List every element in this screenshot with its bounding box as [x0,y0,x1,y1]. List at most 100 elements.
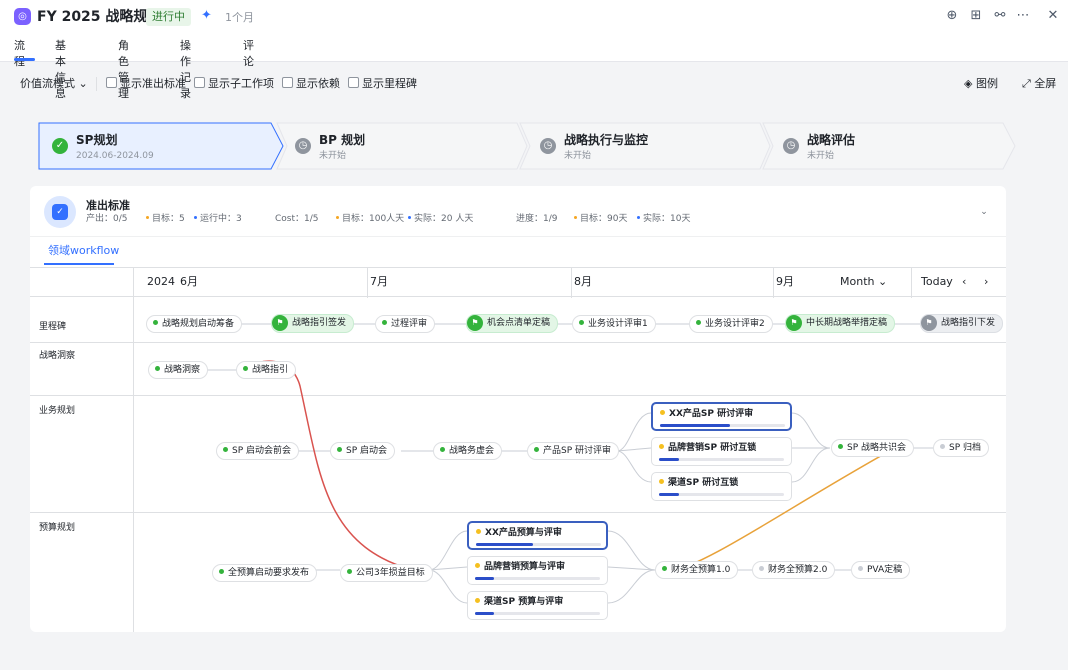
milestone-node[interactable]: 业务设计评审2 [689,315,773,333]
month-tick [367,268,368,298]
chevron-down-icon[interactable]: ⌄ [980,207,988,217]
year-label: 2024 [147,275,175,288]
milestone-node[interactable]: 过程评审 [375,315,436,333]
option-subtasks[interactable]: 显示子工作项 [194,77,274,91]
fullscreen-button[interactable]: ⤢ 全屏 [1022,77,1056,91]
fullscreen-label: 全屏 [1034,77,1057,90]
checkbox[interactable] [194,77,205,88]
lane-label-business: 业务规划 [39,406,76,416]
lane-divider [30,512,1006,513]
workflow-node[interactable]: SP 归档 [933,439,990,457]
milestone-node[interactable]: 战略规划启动筹备 [146,315,243,333]
month-label: 6月 [180,275,198,288]
workflow-node[interactable]: 战略务虚会 [433,442,503,460]
lane-label-milestone: 里程碑 [39,322,67,332]
stat-cost-target: 目标：100人天 [336,213,404,225]
checkbox[interactable] [282,77,293,88]
close-icon[interactable]: ✕ [1047,8,1059,23]
checkbox[interactable] [348,77,359,88]
milestone-node[interactable]: 业务设计评审1 [572,315,656,333]
task-card[interactable]: XX产品SP 研讨评审 [651,402,792,431]
workflow-node[interactable]: 财务全预算1.0 [655,561,739,579]
option-dependencies[interactable]: 显示依赖 [282,77,340,91]
progress-bar [659,458,784,461]
month-label: 9月 [776,275,794,288]
mode-dropdown[interactable]: 价值流模式 ⌄ [20,77,88,91]
stat-running: 运行中：3 [194,213,242,225]
progress-bar [660,424,785,427]
workflow-node[interactable]: 全预算启动要求发布 [212,564,318,582]
app-icon: ◎ [14,8,31,25]
link-icon[interactable]: ⚯ [994,8,1006,23]
legend-button[interactable]: ◈ 图例 [964,77,998,91]
duration-text: 1个月 [225,11,254,24]
workflow-node[interactable]: 公司3年损益目标 [340,564,433,582]
status-badge[interactable]: 进行中 [146,8,191,26]
bookmark-icon[interactable]: ⊞ [970,8,982,23]
lane-divider [30,342,1006,343]
option-exit-standard[interactable]: 显示准出标准 [106,77,186,91]
progress-bar [475,577,600,580]
today-button[interactable]: Today [921,275,953,288]
task-card[interactable]: XX产品预算与评审 [467,521,608,550]
more-icon[interactable]: ⋯ [1016,8,1030,23]
task-card[interactable]: 品牌营销SP 研讨互锁 [651,437,792,466]
workflow-node[interactable]: SP 启动会 [330,442,396,460]
option-label: 显示准出标准 [120,77,186,90]
progress-bar [659,493,784,496]
phase-step-4[interactable]: ◷ 战略评估 未开始 [762,122,1016,170]
chevron-left-icon[interactable]: ‹ [962,275,967,288]
task-card[interactable]: 渠道SP 研讨互锁 [651,472,792,501]
milestone-flag-node[interactable]: ⚑战略指引签发 [271,314,355,333]
checkbox[interactable] [106,77,117,88]
phase-step-2[interactable]: ◷ BP 规划 未开始 [276,122,528,170]
month-label: 7月 [370,275,388,288]
milestone-flag-node[interactable]: ⚑中长期战略举措定稿 [785,314,896,333]
workflow-node[interactable]: SP 战略共识会 [831,439,915,457]
milestone-flag-node[interactable]: ⚑机会点清单定稿 [466,314,559,333]
stat-progress-actual: 实际：10天 [637,213,690,225]
tab-logs[interactable]: 操作记录 [180,39,191,100]
workflow-node[interactable]: 战略洞察 [148,361,209,379]
tab-roles[interactable]: 角色管理 [118,39,129,100]
mode-label: 价值流模式 [20,77,75,90]
tab-flow[interactable]: 流程 [14,39,25,68]
phase-subtitle: 未开始 [564,151,592,161]
workflow-node[interactable]: PVA定稿 [851,561,911,579]
dependency-arrow [242,360,414,571]
dependency-arrow [663,447,896,575]
flag-icon: ⚑ [272,315,288,331]
add-circle-icon[interactable]: ⊕ [946,8,958,23]
clock-icon: ◷ [295,138,311,154]
tab-basic-info[interactable]: 基本信息 [55,39,66,100]
flag-icon: ⚑ [921,315,937,331]
progress-bar [476,543,601,546]
chevron-right-icon[interactable]: › [984,275,989,288]
phase-title: 战略执行与监控 [564,133,649,147]
lane-divider [30,395,1006,396]
pin-icon[interactable]: ✦ [201,8,212,23]
chevron-down-icon: ⌄ [78,77,88,90]
gantt-corner [30,267,134,297]
month-tick [773,268,774,298]
workflow-node[interactable]: 战略指引 [236,361,297,379]
task-card[interactable]: 渠道SP 预算与评审 [467,591,608,620]
legend-label: 图例 [975,77,998,90]
tab-comments[interactable]: 评论 [243,39,254,68]
page-title: FY 2025 战略规划 [37,9,162,25]
phase-step-1[interactable]: ✓ SP规划 2024.06-2024.09 [38,122,284,170]
milestone-flag-node[interactable]: ⚑战略指引下发 [920,314,1004,333]
task-card[interactable]: 品牌营销预算与评审 [467,556,608,585]
phase-title: SP规划 [76,133,118,147]
scale-dropdown[interactable]: Month ⌄ [840,275,888,288]
gantt-board: 2024 6月 7月 8月 9月 Month ⌄ Today ‹ › 里程碑 战… [30,267,1006,632]
workflow-node[interactable]: SP 启动会前会 [216,442,300,460]
option-milestones[interactable]: 显示里程碑 [348,77,417,91]
workflow-node[interactable]: 财务全预算2.0 [752,561,836,579]
phase-step-3[interactable]: ◷ 战略执行与监控 未开始 [519,122,771,170]
tab-domain-workflow[interactable]: 领域workflow [48,244,120,257]
phase-subtitle: 2024.06-2024.09 [76,151,154,161]
workflow-node[interactable]: 产品SP 研讨评审 [527,442,620,460]
phase-subtitle: 未开始 [807,151,835,161]
chevron-down-icon: ⌄ [874,275,888,288]
